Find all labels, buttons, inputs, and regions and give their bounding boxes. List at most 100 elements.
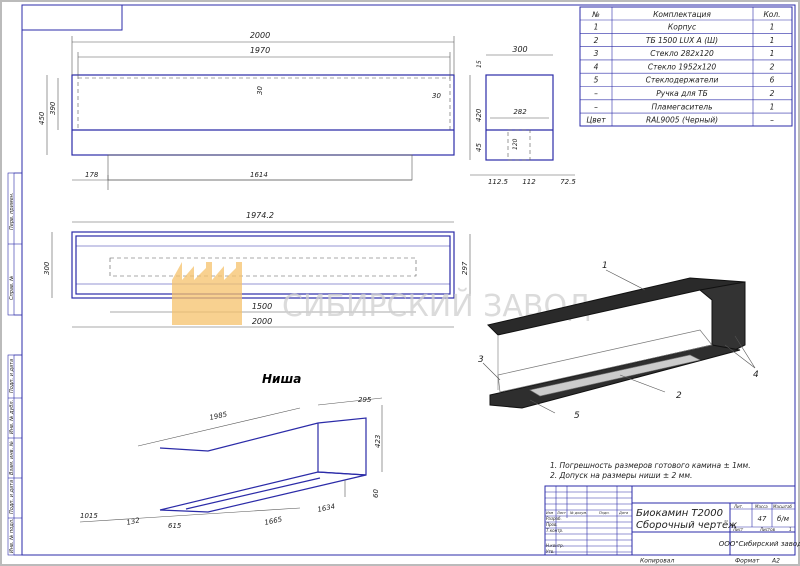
dim-label: 1970 xyxy=(250,46,270,55)
stamp-label: Подп. и дата xyxy=(9,480,15,514)
title-block: Изм Лист № докум. Подп. Дата Разраб. Про… xyxy=(544,485,800,565)
dim-label: 30 xyxy=(432,92,441,100)
note-1: 1. Погрешность размеров готового камина … xyxy=(550,461,751,470)
dim-label: 132 xyxy=(126,516,141,527)
note-2: 2. Допуск на размеры ниши ± 2 мм. xyxy=(550,471,692,480)
dim-label: 423 xyxy=(374,435,382,448)
stamp-label: Справ. № xyxy=(9,276,15,300)
table-cell: – xyxy=(594,89,598,98)
col-header: Подп. xyxy=(599,511,610,515)
dim-label: 1614 xyxy=(250,171,268,179)
table-cell: 3 xyxy=(594,49,599,58)
role: Н.контр. xyxy=(546,543,564,548)
callout-2: 2 xyxy=(676,391,682,401)
table-cell: 1 xyxy=(770,102,775,111)
table-cell: 2 xyxy=(770,62,775,71)
copied-label: Копировал xyxy=(640,558,674,565)
dim-label: 300 xyxy=(43,261,51,275)
table-cell: 4 xyxy=(594,62,599,71)
spec-header-item: Комплектация xyxy=(653,10,711,19)
table-cell: 6 xyxy=(770,76,775,85)
niche-title: Ниша xyxy=(262,372,301,386)
callout-4: 4 xyxy=(753,370,759,380)
dim-label: 1974.2 xyxy=(246,211,274,220)
sheet-label: Лист xyxy=(732,527,744,532)
role: Разраб. xyxy=(546,516,562,521)
stamp-label: Перв. примен. xyxy=(9,192,15,230)
table-cell: Ручка для ТБ xyxy=(656,89,708,98)
table-cell: Корпус xyxy=(668,23,697,32)
spec-header-num: № xyxy=(591,10,600,19)
spec-table: № Комплектация Кол. 1 Корпус 1 2 ТБ 1500 LUX… xyxy=(579,6,793,127)
table-cell: 2 xyxy=(594,36,599,45)
table-cell: RAL9005 (Черный) xyxy=(646,116,718,125)
dim-label: 15 xyxy=(476,60,483,68)
dim-label: 30 xyxy=(256,86,264,95)
table-cell: Цвет xyxy=(586,116,606,125)
product-name: Биокамин Т2000 xyxy=(636,508,723,519)
dim-label: 390 xyxy=(49,101,57,115)
scale-label: Масштаб xyxy=(773,504,793,509)
dim-label: 2000 xyxy=(250,31,270,40)
dim-label: 1985 xyxy=(209,410,229,422)
company-name: ООО"Сибирский завод" xyxy=(719,540,800,548)
dim-label: 112 xyxy=(522,178,536,186)
side-view: 300 15 420 282 120 45 112.5 112 72.5 xyxy=(469,45,576,186)
table-cell: Стекло 1952х120 xyxy=(648,62,717,71)
dim-label: 1500 xyxy=(252,302,272,311)
dim-label: 615 xyxy=(168,522,182,530)
table-cell: 1 xyxy=(594,23,599,32)
top-view: 1974.2 300 297 1500 2000 xyxy=(43,211,471,328)
dim-label: 45 xyxy=(475,143,483,152)
dim-label: 300 xyxy=(512,45,527,54)
iso-view: 1 2 3 4 5 xyxy=(478,261,759,421)
dim-label: 112.5 xyxy=(488,178,509,186)
table-cell: Стекло 282х120 xyxy=(650,49,714,58)
sheets-label: Листов xyxy=(759,527,776,532)
mass-value: 47 xyxy=(758,515,767,523)
scale-value: б/м xyxy=(777,515,790,523)
dim-label: 178 xyxy=(85,171,99,179)
dim-label: 1634 xyxy=(317,502,336,514)
spec-header-qty: Кол. xyxy=(763,10,780,19)
dim-label: 450 xyxy=(38,111,46,125)
role: Пров. xyxy=(546,522,558,527)
sheets-value: 1 xyxy=(789,527,792,532)
col-header: № докум. xyxy=(569,511,587,515)
dim-label: 282 xyxy=(513,108,527,116)
role: Т.контр. xyxy=(546,528,563,533)
col-header: Изм xyxy=(546,511,553,515)
table-cell: – xyxy=(594,102,598,111)
table-cell: Стеклодержатели xyxy=(646,76,719,85)
dim-label: 1665 xyxy=(264,515,284,527)
callout-3: 3 xyxy=(478,355,484,365)
role: Утв. xyxy=(546,549,554,554)
factory-logo xyxy=(172,262,242,325)
table-cell: 5 xyxy=(594,76,599,85)
table-cell: 1 xyxy=(770,23,775,32)
table-cell: 2 xyxy=(770,89,775,98)
dim-label: 120 xyxy=(512,138,519,150)
callout-1: 1 xyxy=(602,261,608,271)
dim-label: 420 xyxy=(475,108,483,122)
dim-label: 295 xyxy=(358,396,372,404)
format-label: Формат xyxy=(735,558,760,565)
niche-view: Ниша 1985 295 423 60 1634 1665 615 132 1… xyxy=(79,372,383,530)
stamp-label: Инв. № дубл. xyxy=(9,400,15,434)
side-stamp: Перв. примен. Справ. № Подп. и дата Инв.… xyxy=(7,172,23,556)
mass-label: Масса xyxy=(755,504,768,509)
table-cell: ТБ 1500 LUX A (Ш) xyxy=(646,36,718,45)
dim-label: 1015 xyxy=(80,512,98,520)
stamp-label: Взам. инв. № xyxy=(9,441,15,475)
col-header: Лист xyxy=(556,511,567,515)
stamp-label: Инв. № подл. xyxy=(9,519,15,554)
front-view: 2000 1970 30 30 450 390 178 1614 xyxy=(38,31,455,190)
stamp-label: Подп. и дата xyxy=(9,359,15,393)
top-left-box xyxy=(21,4,123,31)
dim-label: 72.5 xyxy=(560,178,576,186)
document-type: Сборочный чертёж xyxy=(636,519,737,531)
table-cell: Пламегаситель xyxy=(651,102,712,111)
table-cell: – xyxy=(770,116,774,125)
